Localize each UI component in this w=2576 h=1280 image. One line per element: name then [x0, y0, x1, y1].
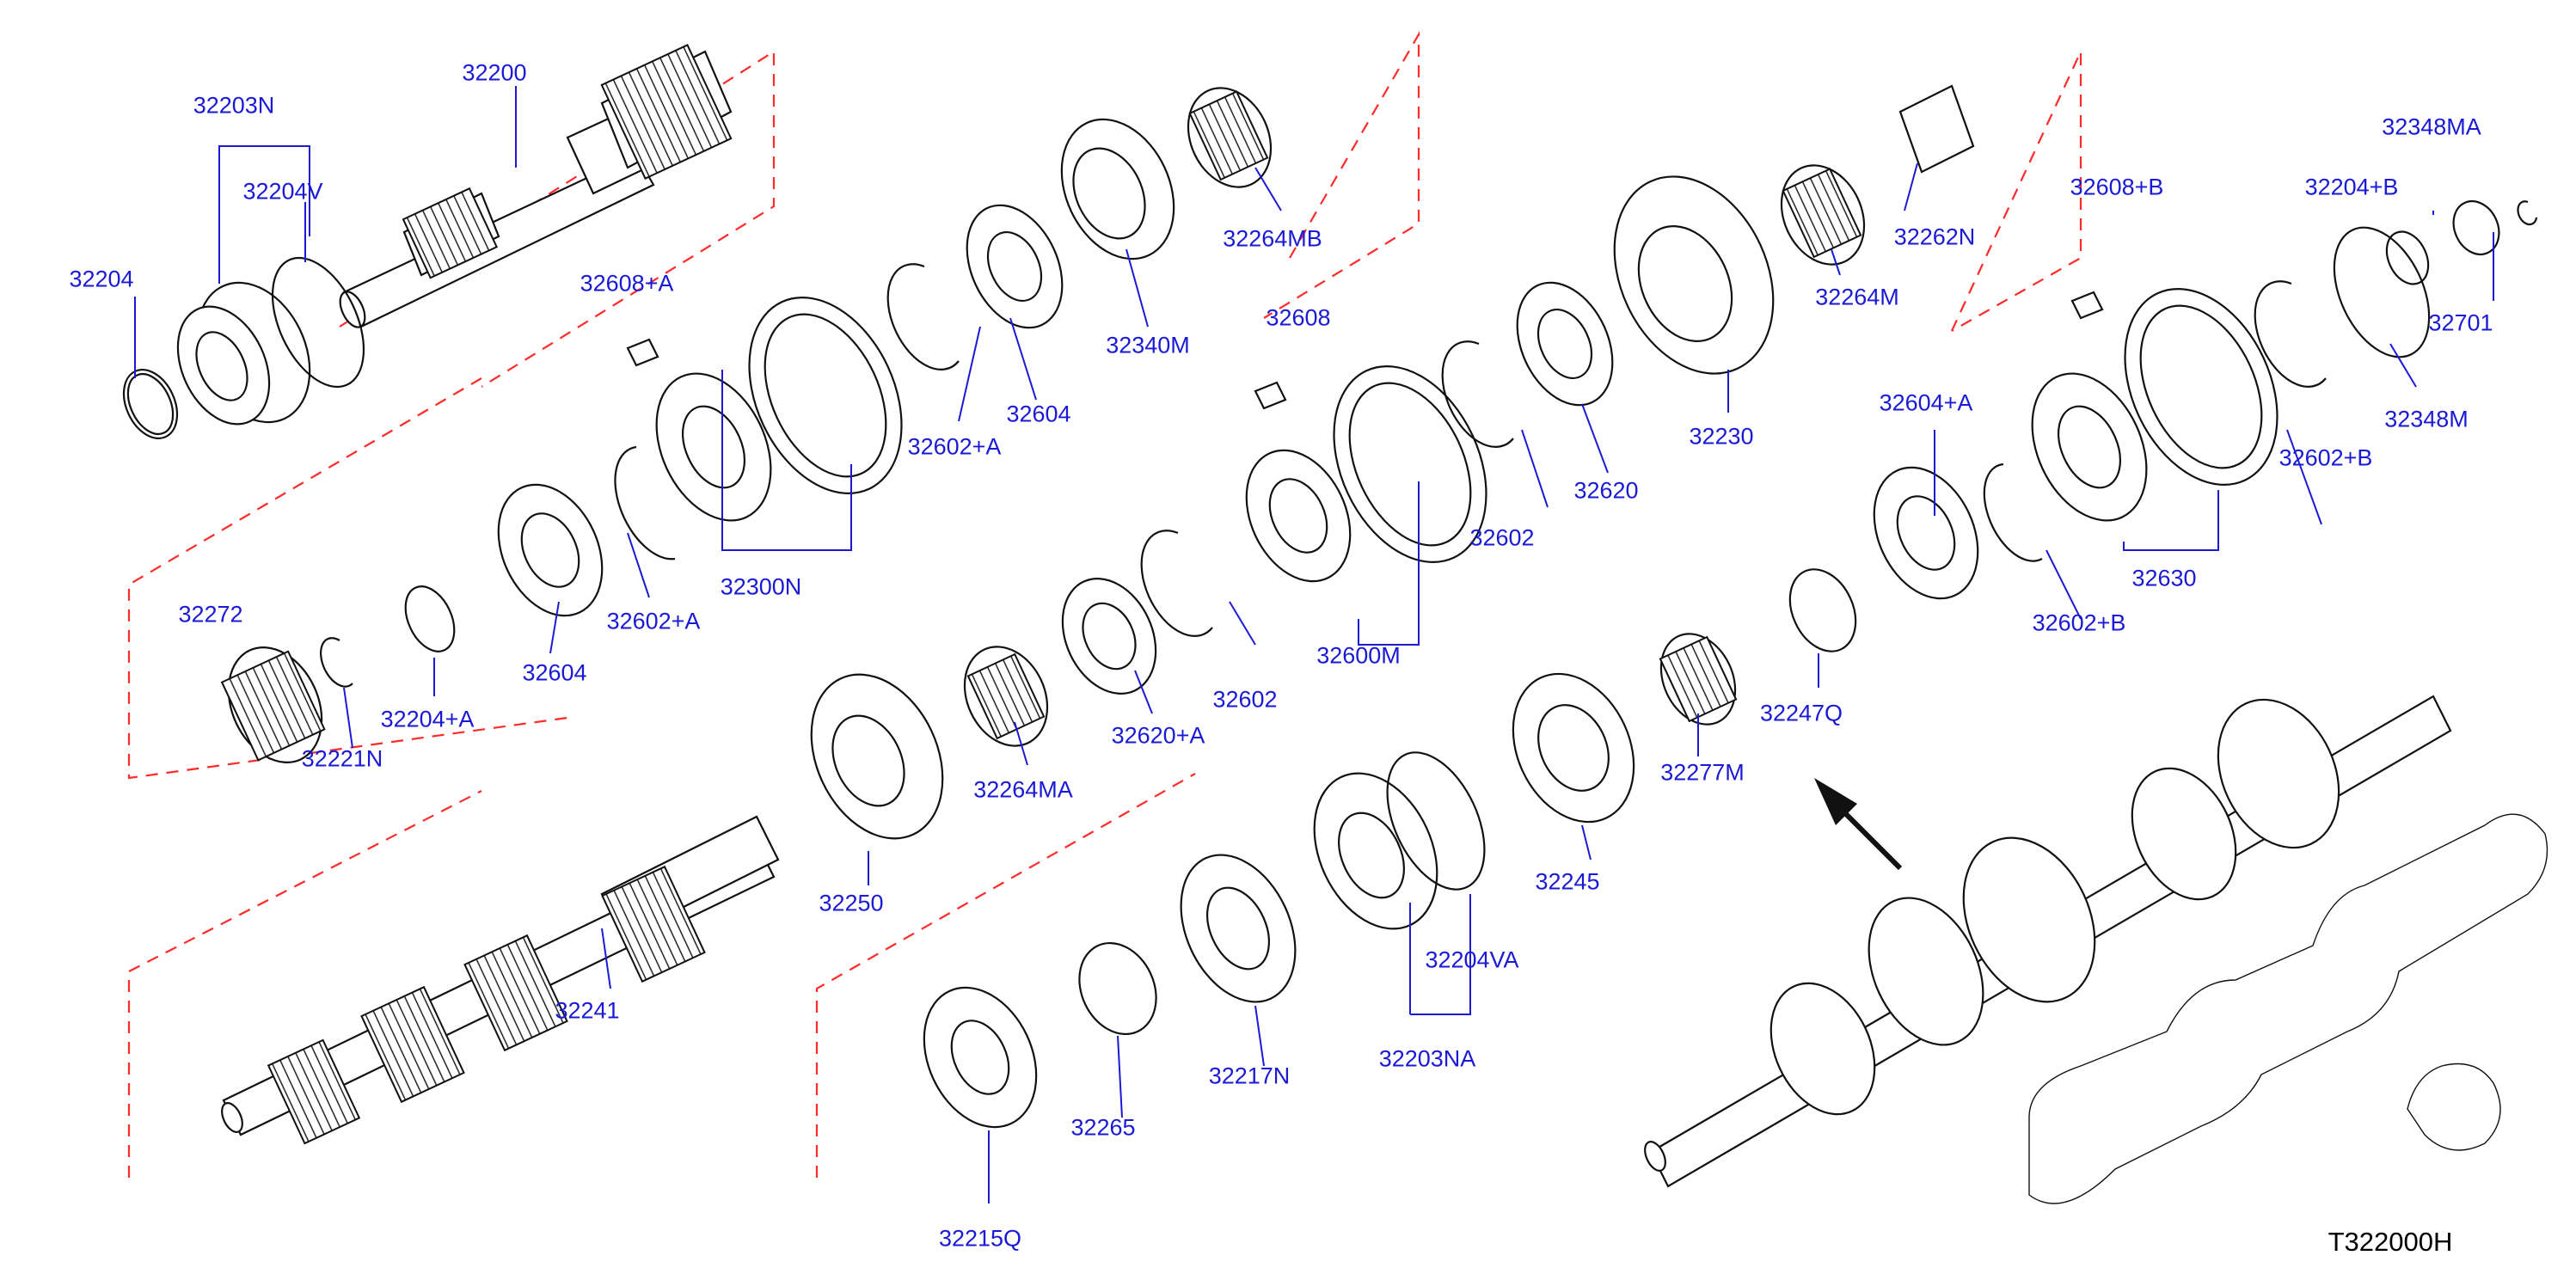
- part-label-32217N[interactable]: 32217N: [1208, 1063, 1291, 1089]
- part-label-32602-plus-b-mid[interactable]: 32602+B: [2032, 609, 2126, 636]
- part-label-32250[interactable]: 32250: [819, 890, 884, 916]
- part-label-32215Q[interactable]: 32215Q: [938, 1225, 1022, 1252]
- lower-middle-gears: [810, 530, 1857, 1129]
- synchro-parts-row1: [497, 87, 1273, 617]
- synchro-parts-row2: [1245, 84, 1975, 583]
- part-label-32203N[interactable]: 32203N: [193, 92, 275, 119]
- part-label-32204-plus-b[interactable]: 32204+B: [2304, 174, 2399, 200]
- part-label-32200[interactable]: 32200: [462, 59, 527, 86]
- part-label-32264MB[interactable]: 32264MB: [1223, 225, 1322, 252]
- part-label-32348MA[interactable]: 32348MA: [2382, 113, 2481, 140]
- part-label-32608-plus-b[interactable]: 32608+B: [2070, 174, 2164, 200]
- leader-lines: [134, 86, 2494, 1203]
- part-label-32701[interactable]: 32701: [2428, 309, 2493, 336]
- part-label-32264MA[interactable]: 32264MA: [973, 776, 1073, 803]
- part-label-32604-top[interactable]: 32604: [1006, 401, 1071, 427]
- part-label-32245[interactable]: 32245: [1535, 868, 1600, 895]
- main-shaft-32241: [221, 815, 780, 1145]
- part-label-32204VA[interactable]: 32204VA: [1425, 946, 1519, 973]
- part-label-32340M[interactable]: 32340M: [1106, 332, 1190, 358]
- part-label-32348M[interactable]: 32348M: [2384, 406, 2469, 432]
- part-label-32620-plus-a[interactable]: 32620+A: [1111, 722, 1205, 749]
- part-label-32262N[interactable]: 32262N: [1893, 224, 1976, 250]
- part-label-32604-plus-a[interactable]: 32604+A: [1879, 389, 1973, 416]
- part-label-32602-lower[interactable]: 32602: [1212, 686, 1278, 713]
- part-label-32264M[interactable]: 32264M: [1815, 284, 1899, 310]
- part-label-32204[interactable]: 32204: [69, 266, 134, 292]
- input-shaft-32200: [339, 44, 733, 328]
- part-label-32230[interactable]: 32230: [1689, 423, 1754, 450]
- part-label-32265[interactable]: 32265: [1070, 1114, 1136, 1141]
- part-label-32221N[interactable]: 32221N: [301, 745, 383, 772]
- part-label-32630[interactable]: 32630: [2131, 565, 2197, 591]
- housing-outline: [2028, 813, 2548, 1204]
- part-label-32602-plus-a-top[interactable]: 32602+A: [907, 433, 1002, 460]
- bearing-32203N: [176, 256, 365, 426]
- diagram-reference-code: T322000H: [2328, 1227, 2453, 1257]
- part-label-32203NA[interactable]: 32203NA: [1378, 1045, 1476, 1072]
- part-label-32204V[interactable]: 32204V: [242, 178, 323, 205]
- direction-arrow: [1814, 778, 1903, 871]
- part-label-32620[interactable]: 32620: [1573, 477, 1639, 504]
- snap-ring-32204: [122, 369, 179, 439]
- part-label-32204-plus-a[interactable]: 32204+A: [380, 706, 475, 732]
- part-label-32247Q[interactable]: 32247Q: [1759, 700, 1843, 726]
- lower-left-parts: [220, 585, 456, 763]
- part-label-32272[interactable]: 32272: [178, 601, 243, 628]
- part-label-32241[interactable]: 32241: [555, 997, 620, 1024]
- part-label-32608[interactable]: 32608: [1266, 304, 1331, 331]
- part-label-32602-mid[interactable]: 32602: [1469, 524, 1535, 551]
- part-label-32602-plus-a-mid[interactable]: 32602+A: [606, 608, 701, 634]
- synchro-parts-row3: [1873, 200, 2538, 600]
- part-label-32277M[interactable]: 32277M: [1660, 759, 1745, 786]
- assembled-shaft: [1644, 695, 2452, 1188]
- part-label-32608-plus-a[interactable]: 32608+A: [580, 270, 674, 297]
- part-label-32602-plus-b-top[interactable]: 32602+B: [2279, 444, 2373, 471]
- part-label-32604-mid[interactable]: 32604: [522, 659, 587, 686]
- part-label-32300N[interactable]: 32300N: [720, 573, 802, 600]
- dashed-section-outlines: [127, 30, 2082, 1178]
- part-label-32600M[interactable]: 32600M: [1316, 642, 1401, 669]
